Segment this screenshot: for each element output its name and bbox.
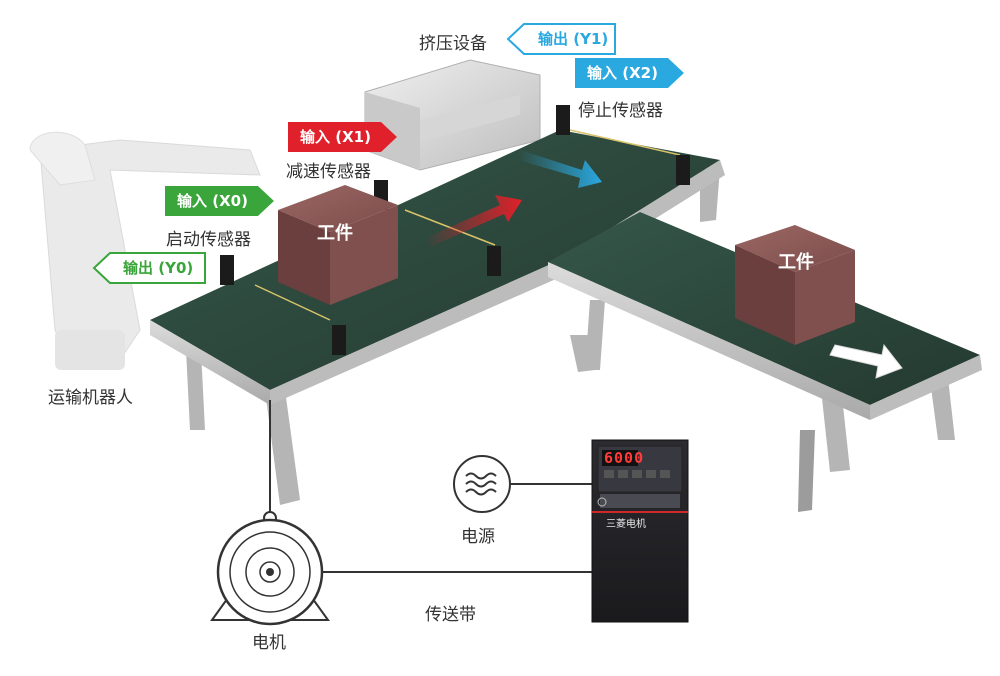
inverter-drive <box>591 439 689 623</box>
main-conveyor <box>150 129 725 505</box>
output-y0-tag: 输出 (Y0) <box>123 259 194 277</box>
stop-sensor-label: 停止传感器 <box>578 101 663 121</box>
workpiece-left-label: 工件 <box>317 223 353 244</box>
output-tag-outline-y1 <box>506 23 616 55</box>
output-y1-tag: 输出 (Y1) <box>538 30 609 48</box>
workpiece-right <box>735 225 855 345</box>
slow-sensor-label: 减速传感器 <box>286 162 371 182</box>
output-tag-outline-y0 <box>92 252 206 284</box>
stop-sensor-right <box>676 155 690 185</box>
motor-icon <box>210 511 330 626</box>
drive-display: 6000 <box>604 449 645 467</box>
press-label: 挤压设备 <box>419 34 487 54</box>
wiring <box>269 400 592 573</box>
slow-sensor-right <box>487 246 501 276</box>
power-label: 电源 <box>461 527 495 547</box>
input-x2-tag: 输入 (X2) <box>575 58 684 88</box>
workpiece-right-label: 工件 <box>778 252 814 273</box>
input-x1-tag: 输入 (X1) <box>288 122 397 152</box>
input-x0-tag: 输入 (X0) <box>165 186 274 216</box>
robot-label: 运输机器人 <box>48 388 133 408</box>
arrow-right-icon <box>829 343 903 379</box>
motor-label: 电机 <box>252 633 286 653</box>
transport-robot <box>29 131 261 370</box>
wave-icon <box>453 455 511 513</box>
drive-brand: 三菱电机 <box>606 519 646 530</box>
conveyor-label: 传送带 <box>425 605 476 625</box>
start-sensor-label: 启动传感器 <box>166 230 251 250</box>
start-sensor-left <box>220 255 234 285</box>
stop-sensor-left <box>556 105 570 135</box>
arrow-right-icon <box>518 150 602 188</box>
start-sensor-right <box>332 325 346 355</box>
arrow-right-icon <box>425 195 522 247</box>
workpiece-left <box>278 185 398 305</box>
